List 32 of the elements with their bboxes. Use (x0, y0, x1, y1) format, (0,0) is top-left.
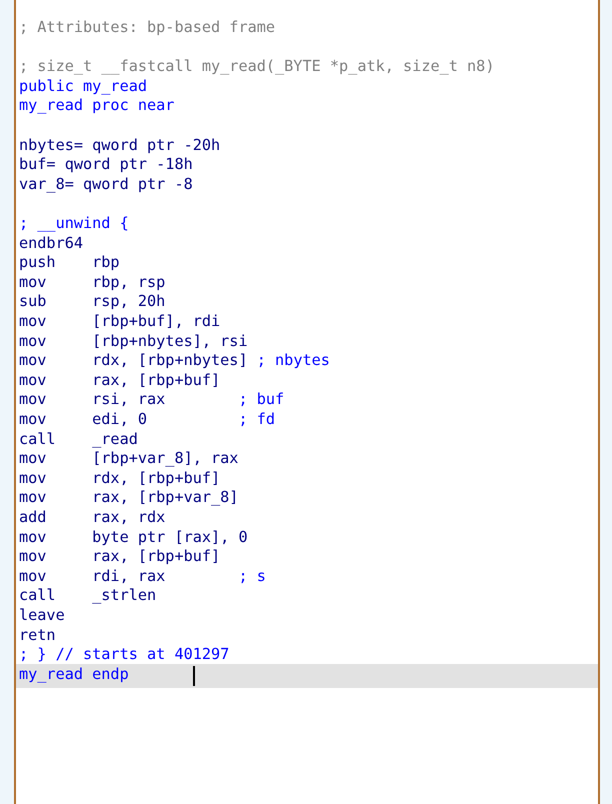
code-line: mov rsi, rax ; buf (19, 390, 284, 410)
code-line: mov rax, [rbp+buf] (19, 547, 220, 566)
code-line: nbytes= qword ptr -20h (19, 136, 220, 155)
code-line: retn (19, 626, 56, 645)
code-line: mov [rbp+var_8], rax (19, 449, 238, 468)
code-line: mov edi, 0 ; fd (19, 410, 276, 429)
code-line: my_read proc near (19, 96, 174, 116)
code-line: add rax, rdx (19, 508, 166, 527)
code-line: call _strlen (19, 586, 156, 606)
code-line: leave (19, 606, 65, 625)
code-line: mov rbp, rsp (19, 272, 166, 292)
code-line: ; Attributes: bp-based frame (19, 18, 276, 37)
code-line: mov rax, [rbp+buf] (19, 370, 220, 390)
code-line: mov rdi, rax ; s (19, 566, 266, 586)
code-line: ; size_t __fastcall my_read(_BYTE *p_atk, size_t n8) (19, 57, 494, 76)
code-line: mov [rbp+nbytes], rsi (19, 332, 248, 351)
code-line: var_8= qword ptr -8 (19, 174, 193, 194)
code-line: call _read (19, 430, 138, 449)
code-line: ; } // starts at 401297 (19, 645, 230, 664)
code-line: mov rdx, [rbp+nbytes] ; nbytes (19, 351, 330, 370)
code-line: mov [rbp+buf], rdi (19, 312, 220, 331)
code-line: my_read endp (19, 664, 129, 684)
code-line: mov byte ptr [rax], 0 (19, 528, 248, 547)
code-line: sub rsp, 20h (19, 292, 166, 312)
code-line: mov rax, [rbp+var_8] (19, 488, 238, 508)
code-line: endbr64 (19, 234, 84, 253)
code-line: mov rdx, [rbp+buf] (19, 468, 220, 488)
code-line: public my_read (19, 76, 148, 96)
code-line: buf= qword ptr -18h (19, 155, 193, 174)
code-line: push rbp (19, 253, 120, 272)
code-panel (14, 0, 600, 804)
code-line: ; __unwind { (19, 214, 129, 233)
